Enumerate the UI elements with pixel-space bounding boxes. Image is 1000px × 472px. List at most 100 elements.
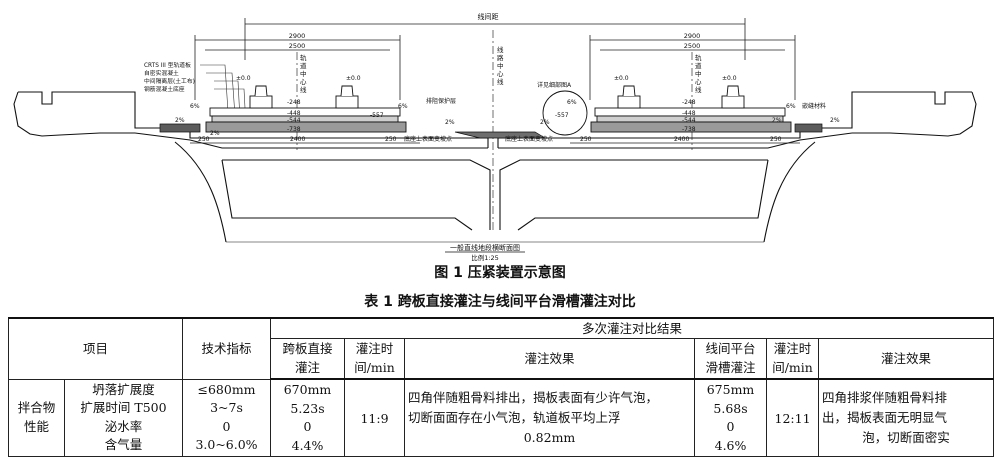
- comparison-table: 项目 技术指标 多次灌注对比结果 跨板直接 灌注 灌注时 间/min 灌注效果 …: [7, 317, 995, 457]
- v1-2: 5.23s: [290, 400, 325, 416]
- track-center-l-3: 中: [300, 69, 307, 78]
- table-data-row: 拌合物 性能 坍落扩展度 扩展时间 T500 泌水率 含气量 ≤680mm 3~…: [8, 378, 995, 457]
- pct-10: 2%: [830, 117, 840, 124]
- time2-value: 12:11: [766, 378, 820, 457]
- effect1-line-2: 切断面面存在小气泡，轨道板平均上浮: [408, 410, 621, 425]
- dim-right-inner: 2500: [684, 42, 701, 50]
- group-label-l2: 性能: [23, 418, 49, 434]
- drain-material-l: [159, 123, 201, 133]
- guard-label: 排阻保护层: [426, 97, 456, 105]
- track-center-r-4: 心: [695, 78, 702, 86]
- elev-r-2: -448: [682, 110, 696, 117]
- line-spacing-label: 线间距: [478, 12, 499, 21]
- elev-r-side: -557: [555, 112, 569, 119]
- detail-label: 详见细部图A: [537, 81, 572, 89]
- legend-track-slab: CRTS III 型轨道板: [144, 61, 191, 69]
- base-dim-l-2: 2400: [290, 136, 305, 143]
- table-header-row-1: 项目 技术指标 多次灌注对比结果: [7, 317, 995, 380]
- rail-l1: ±0.0: [236, 75, 251, 82]
- left-track-structure: [205, 85, 407, 133]
- sheet-scale: 比例1:25: [471, 253, 499, 262]
- tech-4: 3.0~6.0%: [195, 437, 258, 453]
- item-names: 坍落扩展度 扩展时间 T500 泌水率 含气量: [63, 378, 184, 457]
- base-pt-r: 底座上表面变坡点: [505, 135, 553, 143]
- base-dim-r-1: 250: [580, 136, 592, 143]
- elev-r-1: -248: [682, 99, 696, 106]
- rail-r2: ±0.0: [722, 75, 737, 82]
- right-track-structure: [590, 85, 792, 133]
- group-label-l1: 拌合物: [17, 400, 56, 416]
- track-center-l-2: 道: [300, 61, 307, 70]
- header-multi: 多次灌注对比结果: [270, 317, 995, 339]
- route-center-3: 中: [497, 61, 504, 70]
- legend-isolation: 中间隔离层(土工布): [144, 77, 195, 85]
- guard-layer: [454, 131, 547, 139]
- v1-4: 4.4%: [291, 437, 324, 453]
- header-time2: 灌注时 间/min: [766, 338, 820, 380]
- dim-right-outer: 2900: [684, 32, 701, 40]
- pct-1: 6%: [190, 103, 200, 110]
- legend-scc: 自密实混凝土: [144, 69, 179, 77]
- route-center-5: 线: [497, 77, 504, 86]
- elev-l-2: -448: [287, 110, 301, 117]
- effect2-text: 四角排浆伴随粗骨料排 出，揭板表面无明显气 泡，切断面密实: [818, 378, 995, 457]
- base-dim-r-2: 2400: [674, 136, 689, 143]
- pct-5: 2%: [445, 119, 455, 126]
- header-time1-l1: 灌注时: [355, 341, 394, 356]
- header-method1-l2: 灌注: [295, 359, 321, 375]
- header-tech: 技术指标: [182, 317, 272, 380]
- route-center-2: 路: [497, 53, 504, 62]
- route-center-4: 心: [497, 70, 504, 78]
- dim-left-outer: 2900: [289, 32, 306, 40]
- pct-4: 6%: [398, 103, 408, 110]
- elev-l-side: -557: [370, 112, 384, 119]
- route-center-1: 线: [497, 45, 504, 54]
- track-center-l-1: 轨: [300, 53, 307, 62]
- pct-3: 2%: [210, 130, 220, 137]
- rail-r1: ±0.0: [614, 75, 629, 82]
- v2-1: 675mm: [706, 382, 755, 397]
- top-dimensions: [194, 18, 796, 100]
- v2-4: 4.6%: [714, 437, 747, 453]
- header-method1: 跨板直接 灌注: [270, 338, 346, 380]
- track-center-r-1: 轨: [695, 53, 702, 62]
- group-label: 拌合物 性能: [8, 378, 65, 457]
- base-dim-r-3: 250: [770, 136, 782, 143]
- item-name-3: 泌水率: [104, 418, 143, 434]
- elev-r-4: -738: [682, 126, 696, 133]
- header-time2-l1: 灌注时: [773, 341, 812, 356]
- figure-caption: 图 1 压紧装置示意图: [434, 265, 566, 281]
- method1-values: 670mm 5.23s 0 4.4%: [270, 378, 346, 457]
- method2-values: 675mm 5.68s 0 4.6%: [694, 378, 768, 457]
- effect2-line-3: 泡，切断面密实: [862, 430, 950, 445]
- dim-left-inner: 2500: [289, 42, 306, 50]
- track-center-r-5: 线: [695, 85, 702, 94]
- pct-9: 2%: [772, 117, 782, 124]
- header-effect1: 灌注效果: [404, 338, 696, 380]
- pct-7: 2%: [540, 119, 550, 126]
- elev-l-3: -544: [287, 117, 301, 124]
- bridge-deck: [13, 91, 977, 243]
- effect2-line-2: 出，揭板表面无明显气: [822, 410, 948, 425]
- elev-r-3: -544: [682, 117, 696, 124]
- effect1-line-1: 四角伴随粗骨料排出，揭板表面有少许气泡，: [408, 390, 659, 405]
- effect1-text: 四角伴随粗骨料排出，揭板表面有少许气泡， 切断面面存在小气泡，轨道板平均上浮 0…: [404, 378, 696, 457]
- header-method2-l2: 滑槽灌注: [705, 359, 756, 375]
- track-center-l-4: 心: [300, 78, 307, 86]
- v2-3: 0: [726, 419, 735, 434]
- tech-1: ≤680mm: [197, 381, 256, 397]
- effect2-line-1: 四角排浆伴随粗骨料排: [822, 390, 948, 405]
- detail-a-circle: [542, 90, 588, 136]
- header-time2-l2: 间/min: [772, 359, 813, 375]
- header-method2: 线间平台 滑槽灌注: [694, 338, 768, 380]
- drain-label: 嵌缝材料: [802, 102, 826, 110]
- table-caption: 表 1 跨板直接灌注与线间平台滑槽灌注对比: [364, 294, 636, 310]
- tech-values: ≤680mm 3~7s 0 3.0~6.0%: [182, 378, 272, 457]
- tech-2: 3~7s: [210, 400, 243, 416]
- item-name-2: 扩展时间 T500: [80, 400, 167, 416]
- header-method1-l1: 跨板直接: [282, 341, 333, 356]
- header-method2-l1: 线间平台: [705, 341, 756, 356]
- sheet-title: 一般直线地段横断面图: [450, 243, 520, 252]
- v2-2: 5.68s: [713, 400, 748, 416]
- elev-l-1: -248: [287, 99, 301, 106]
